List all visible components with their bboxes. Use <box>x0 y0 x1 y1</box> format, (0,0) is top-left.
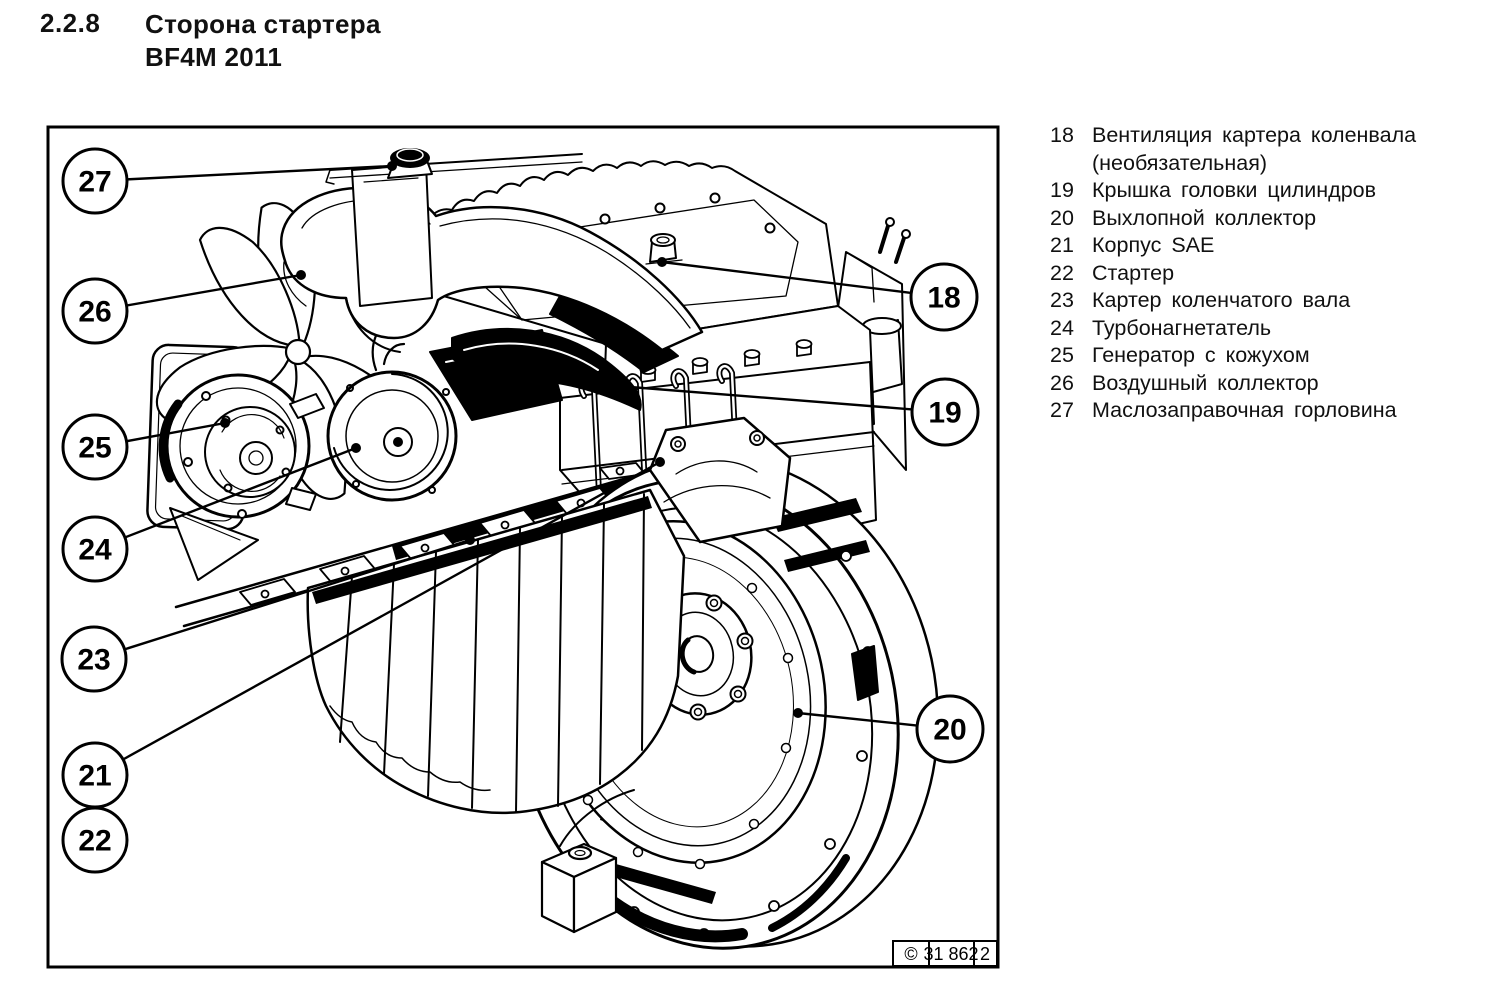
callout-number-27: 27 <box>78 166 111 199</box>
callout-number-21: 21 <box>78 760 111 793</box>
leader-dot-27 <box>387 161 397 171</box>
callout-25: 25 <box>61 413 230 481</box>
callout-number-25: 25 <box>78 432 111 465</box>
leader-dot-23 <box>465 535 475 545</box>
callout-23: 23 <box>60 535 475 693</box>
callout-circle-24 <box>61 515 129 583</box>
callout-20: 20 <box>793 694 985 764</box>
stamp-copyright: © <box>904 944 917 964</box>
callout-number-23: 23 <box>77 644 110 677</box>
leader-dot-20 <box>793 708 803 718</box>
leader-dot-21 <box>655 457 665 467</box>
leader-line-25 <box>126 421 226 443</box>
leader-dot-19 <box>537 375 547 385</box>
engine-illustration <box>146 148 940 950</box>
callout-circle-19 <box>910 377 980 447</box>
callout-circle-18 <box>909 262 979 332</box>
section-number: 2.2.8 <box>40 8 101 38</box>
figure-frame <box>46 125 1000 969</box>
callout-number-18: 18 <box>927 282 960 315</box>
callout-circle-27 <box>61 147 129 215</box>
callout-27: 27 <box>61 147 397 215</box>
callout-19: 19 <box>537 375 980 447</box>
callout-21: 21 <box>61 457 665 809</box>
legend-item-18-cont: (необязательная) <box>1092 150 1268 175</box>
leader-line-21 <box>122 460 661 761</box>
leader-line-23 <box>124 538 471 651</box>
callout-layer: 27 26 25 24 23 21 22 18 19 20 <box>60 147 985 874</box>
callout-circle-25 <box>61 413 129 481</box>
callout-number-22: 22 <box>78 825 111 858</box>
callout-number-20: 20 <box>933 714 966 747</box>
leader-line-27 <box>126 164 393 181</box>
stamp-revision-cell <box>973 940 998 967</box>
callout-22: 22 <box>61 806 129 874</box>
callout-number-26: 26 <box>78 296 111 329</box>
callout-circle-23 <box>60 625 128 693</box>
leader-dot-24 <box>351 443 361 453</box>
leader-dot-25 <box>220 418 230 428</box>
leader-line-24 <box>124 446 357 539</box>
callout-circle-22 <box>61 806 129 874</box>
stamp-code: 31 862 <box>923 944 978 964</box>
leader-line-26 <box>126 273 302 307</box>
leader-line-20 <box>797 711 918 727</box>
stamp-copyright-cell <box>892 940 930 967</box>
callout-number-19: 19 <box>928 397 961 430</box>
engine-model: BF4M 2011 <box>145 42 283 72</box>
leader-line-18 <box>661 260 912 295</box>
title-block: 2.2.8 Сторона стартера BF4M 2011 <box>40 8 381 74</box>
callout-circle-26 <box>61 277 129 345</box>
callout-18: 18 <box>657 257 979 332</box>
leader-dot-18 <box>657 257 667 267</box>
callout-24: 24 <box>61 443 361 583</box>
stamp-code-cell <box>928 940 975 967</box>
callout-circle-20 <box>915 694 985 764</box>
page-title: Сторона стартера <box>145 9 381 39</box>
callout-26: 26 <box>61 270 306 345</box>
callout-number-24: 24 <box>78 534 112 567</box>
leader-dot-26 <box>296 270 306 280</box>
leader-line-19 <box>541 378 913 411</box>
stamp-revision: 2 <box>980 944 990 964</box>
figure-stamp: © 31 862 2 <box>892 940 998 967</box>
